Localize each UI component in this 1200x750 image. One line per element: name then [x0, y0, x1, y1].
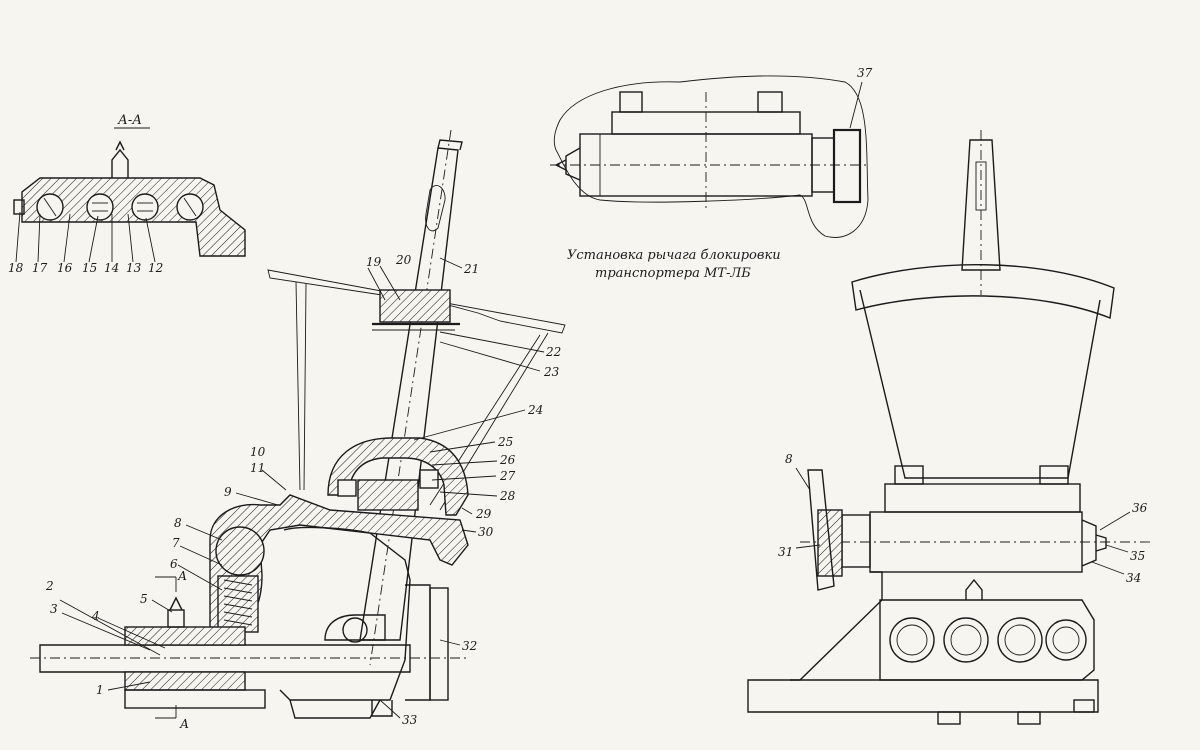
caption-line-1: Установка рычага блокировки	[567, 248, 781, 263]
callout-34: 34	[1126, 571, 1141, 585]
callout-4: 4	[91, 609, 100, 623]
callout-36: 36	[1132, 501, 1148, 515]
main-sectional-assembly: А А	[30, 129, 566, 731]
callout-2: 2	[45, 579, 54, 593]
callout-24: 24	[527, 403, 543, 417]
callout-29: 29	[475, 507, 492, 521]
boot-plate	[851, 263, 1115, 319]
lever-clamp	[379, 289, 451, 323]
detent-ball-2	[86, 193, 114, 221]
callout-6: 6	[170, 557, 178, 571]
callout-14: 14	[104, 261, 119, 275]
grease-nipple	[111, 148, 129, 178]
lever-arm-8	[807, 469, 835, 591]
callout-21: 21	[463, 262, 479, 276]
callout-10: 10	[250, 445, 266, 459]
callout-37: 37	[857, 66, 873, 80]
callout-20: 20	[395, 253, 412, 267]
callout-16: 16	[57, 261, 73, 275]
callout-23: 23	[543, 365, 560, 379]
section-mark-bottom: А	[179, 717, 189, 731]
callout-19: 19	[366, 255, 382, 269]
callout-8: 8	[174, 516, 182, 530]
callout-18: 18	[8, 261, 24, 275]
callout-28: 28	[499, 489, 516, 503]
lever-eye	[342, 617, 368, 643]
lever-knob	[961, 139, 1001, 271]
callout-1: 1	[96, 683, 104, 697]
callout-9: 9	[224, 485, 232, 499]
callout-33: 33	[402, 713, 418, 727]
callout-31: 31	[778, 545, 793, 559]
callout-7: 7	[172, 536, 180, 550]
boot-bolt-right	[1039, 465, 1069, 485]
callout-17: 17	[32, 261, 48, 275]
detail-break-outline	[553, 75, 869, 238]
section-mark-top: А	[177, 569, 187, 583]
boot-bolt-left	[894, 465, 924, 485]
lever-installation-detail: 37 Установка рычага блокировки транспорт…	[550, 66, 873, 281]
callout-12: 12	[148, 261, 163, 275]
callout-25: 25	[497, 435, 513, 449]
callout-26: 26	[499, 453, 516, 467]
callout-15: 15	[82, 261, 97, 275]
callout-30: 30	[478, 525, 494, 539]
callout-13: 13	[126, 261, 142, 275]
section-a-a-view: А-А 18 17 16 15 14 13 12	[8, 113, 246, 275]
section-a-a-title: А-А	[117, 113, 142, 128]
boot-cone	[859, 289, 1101, 479]
gear-lever-rod	[359, 147, 459, 641]
ball-joint	[357, 479, 419, 511]
callout-35: 35	[1130, 549, 1145, 563]
floor-plate	[267, 269, 566, 334]
detent-ball-3	[131, 193, 159, 221]
detail-nut-right	[757, 91, 783, 113]
detail-lever-plate	[832, 128, 862, 204]
callout-32: 32	[462, 639, 477, 653]
dust-boot	[295, 281, 549, 511]
callout-11: 11	[250, 461, 265, 475]
shaft-bushing	[215, 526, 265, 576]
callout-27: 27	[499, 469, 516, 483]
callout-22: 22	[545, 345, 561, 359]
mounting-base	[747, 679, 1099, 713]
detent-block	[879, 599, 1095, 681]
callout-5: 5	[140, 592, 148, 606]
callout-3: 3	[50, 602, 58, 616]
callout-8-external: 8	[785, 452, 793, 466]
external-view: 8 31 36 35 34	[747, 130, 1150, 725]
selector-shaft	[39, 644, 411, 673]
caption-line-2: транспортера МТ-ЛБ	[595, 266, 751, 281]
ball-joint-cover	[327, 437, 469, 516]
detail-nut-left	[619, 91, 643, 113]
